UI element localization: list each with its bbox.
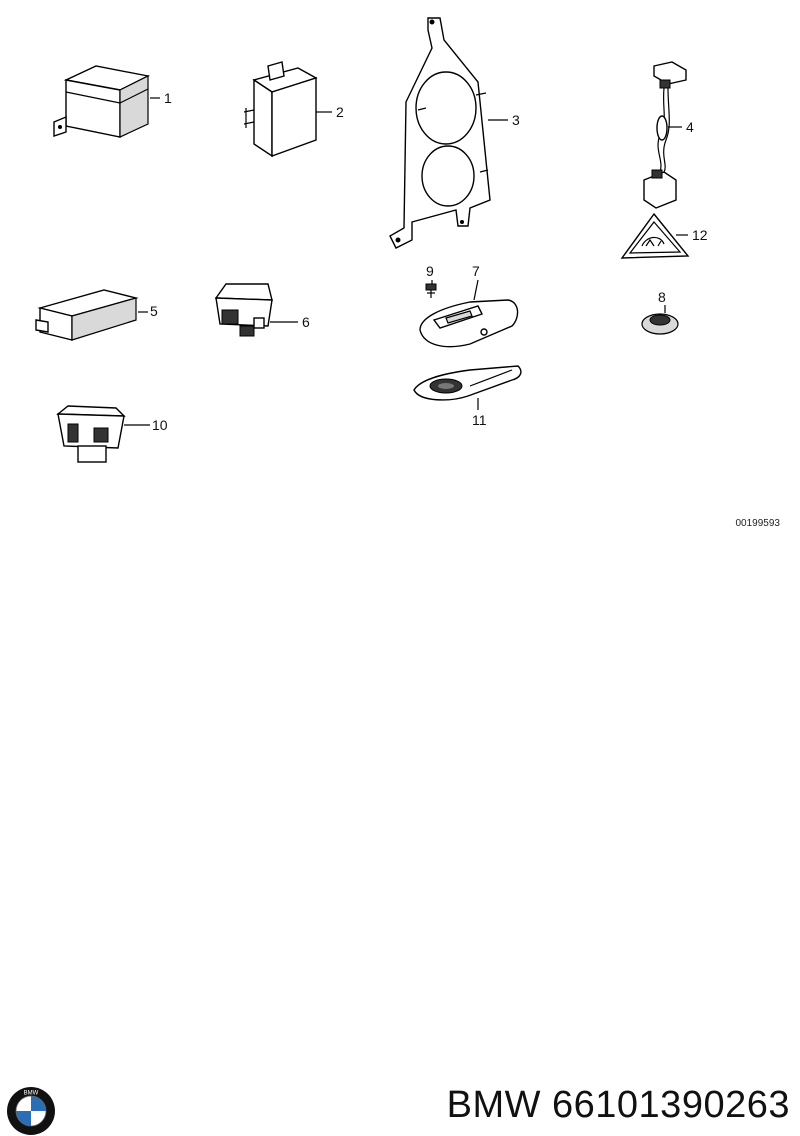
part-5-connector-module xyxy=(35,289,148,341)
part-11-key-blade xyxy=(413,365,522,410)
callout-9: 9 xyxy=(426,263,434,279)
callout-2: 2 xyxy=(336,104,344,120)
callout-1: 1 xyxy=(164,90,172,106)
part-6-switch xyxy=(214,283,298,337)
parts-diagram: 1 2 3 4 xyxy=(35,17,708,463)
callout-11: 11 xyxy=(472,412,487,428)
part-9-screw xyxy=(425,280,437,298)
callout-6: 6 xyxy=(302,314,310,330)
part-8-grommet xyxy=(641,305,679,335)
logo-lettering: BMW xyxy=(24,1091,39,1097)
callout-5: 5 xyxy=(150,303,158,319)
part-number: BMW 66101390263 xyxy=(446,1084,790,1126)
callout-7: 7 xyxy=(472,263,480,279)
part-10-switch-housing xyxy=(56,405,150,463)
part-2-module xyxy=(243,61,332,158)
callout-8: 8 xyxy=(658,289,666,305)
part-7-remote-key xyxy=(419,279,519,348)
diagram-reference-number: 00199593 xyxy=(735,518,781,529)
bmw-logo-icon: BMW xyxy=(7,1087,55,1135)
callout-12: 12 xyxy=(692,227,708,243)
footer-bar: BMW BMW 66101390263 xyxy=(0,540,800,1135)
callout-4: 4 xyxy=(686,119,694,135)
callout-10: 10 xyxy=(152,417,168,433)
part-4-cable-harness xyxy=(643,61,687,209)
part-1-control-box xyxy=(53,65,160,138)
callout-3: 3 xyxy=(512,112,520,128)
part-3-bracket-plate xyxy=(389,17,508,249)
part-12-warning-label xyxy=(620,212,690,259)
